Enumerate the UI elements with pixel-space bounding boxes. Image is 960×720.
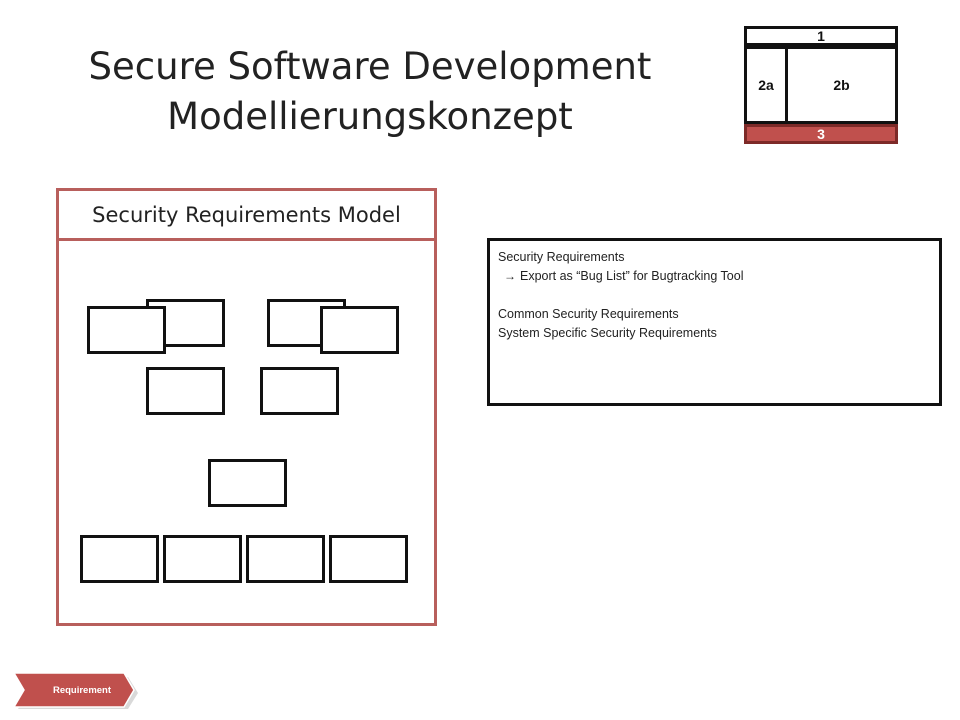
layout-map-cell-3: 3	[744, 124, 898, 144]
export-text: Export as “Bug List” for Bugtracking Too…	[520, 269, 744, 283]
notes-line: Security Requirements	[498, 250, 625, 264]
model-node[interactable]	[246, 535, 325, 583]
layout-map-cell-2b: 2b	[785, 46, 898, 124]
chevron-shape	[12, 673, 138, 709]
breadcrumb-chevron[interactable]: Requirement	[10, 673, 140, 709]
page-title-line-1: Secure Software Development	[88, 45, 652, 88]
model-node[interactable]	[329, 535, 408, 583]
layout-map-cell-1: 1	[744, 26, 898, 46]
layout-map: 1 2a 2b 3	[744, 26, 898, 144]
arrow-right-icon: →	[504, 269, 516, 283]
model-node[interactable]	[80, 535, 159, 583]
notes-line: System Specific Security Requirements	[498, 326, 717, 340]
model-node[interactable]	[208, 459, 287, 507]
notes-line-export: → Export as “Bug List” for Bugtracking To…	[498, 267, 931, 286]
model-node[interactable]	[87, 306, 166, 354]
notes-line: Common Security Requirements	[498, 307, 679, 321]
page-title-line-2: Modellierungskonzept	[167, 95, 573, 138]
model-node[interactable]	[260, 367, 339, 415]
breadcrumb-label: Requirement	[52, 684, 112, 696]
panel-header: Security Requirements Model	[59, 191, 434, 241]
model-node[interactable]	[146, 367, 225, 415]
security-requirements-model-panel: Security Requirements Model	[56, 188, 437, 626]
layout-map-cell-2a: 2a	[744, 46, 788, 124]
model-node[interactable]	[163, 535, 242, 583]
requirements-notes-box: Security Requirements → Export as “Bug Li…	[487, 238, 942, 406]
model-node[interactable]	[320, 306, 399, 354]
page-title: Secure Software Development Modellierung…	[60, 42, 680, 142]
